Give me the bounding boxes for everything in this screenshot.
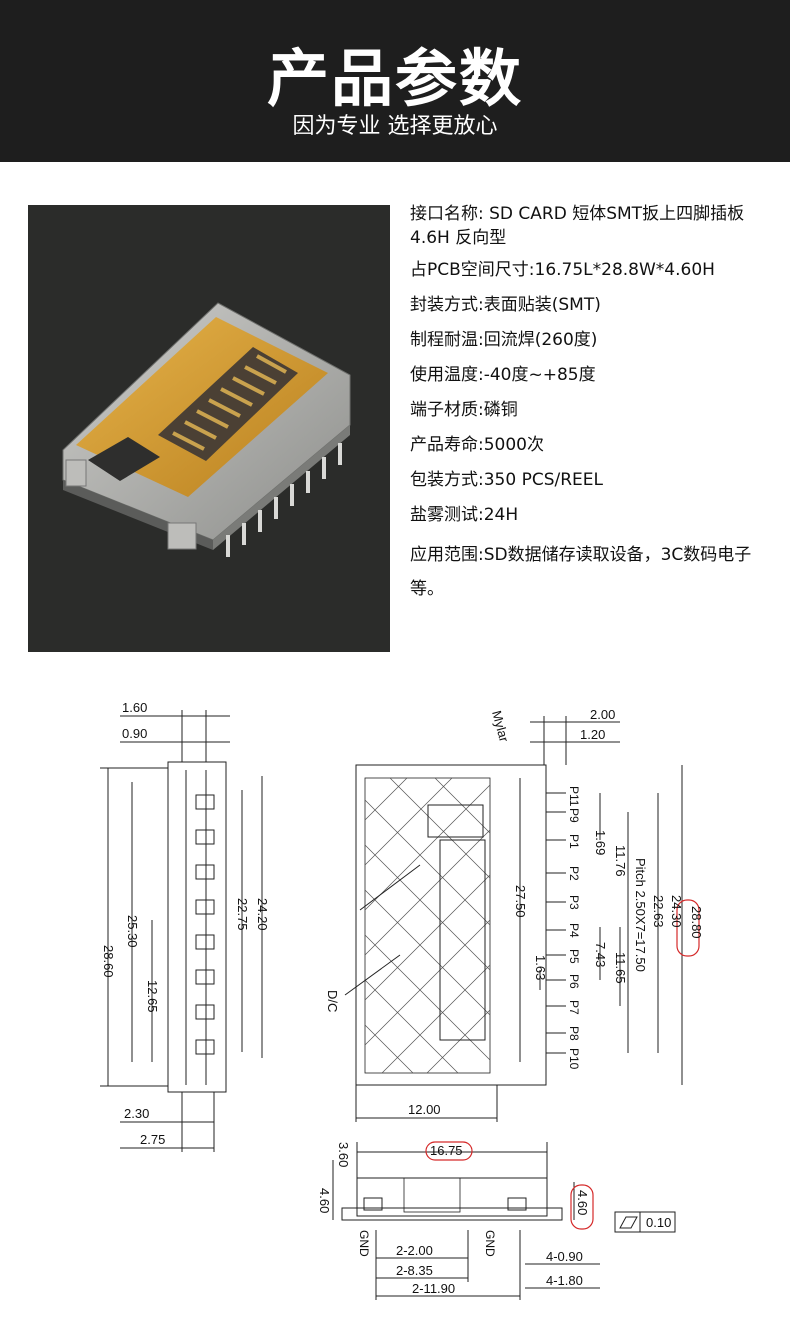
dim-top-7-43: 7.43: [593, 942, 608, 967]
spec-terminal-material: 端子材质:磷铜: [410, 400, 518, 420]
dim-front-2-11-90: 2-11.90: [412, 1281, 455, 1296]
page-subtitle: 因为专业 选择更放心: [292, 114, 498, 139]
label-gnd-left: GND: [357, 1230, 371, 1257]
dim-side-2-75: 2.75: [140, 1132, 165, 1147]
dim-side-25-30: 25.30: [125, 915, 140, 948]
dim-front-4-1-80: 4-1.80: [546, 1273, 583, 1288]
label-p11: P11: [567, 786, 581, 807]
label-gnd-right: GND: [483, 1230, 497, 1257]
dim-side-22-75: 22.75: [235, 898, 250, 931]
dim-side-2-30: 2.30: [124, 1106, 149, 1121]
spec-pcb-size: 占PCB空间尺寸:16.75L*28.8W*4.60H: [410, 260, 715, 280]
label-p2: P2: [567, 866, 581, 881]
dim-top-1-69: 1.69: [593, 830, 608, 855]
dim-front-4-0-90: 4-0.90: [546, 1249, 583, 1264]
dim-top-22-63: 22.63: [651, 895, 666, 928]
dim-top-28-80: 28.80: [689, 906, 704, 939]
dim-top-12-00: 12.00: [408, 1102, 441, 1117]
label-p6: P6: [567, 974, 581, 989]
dim-top-11-65: 11.65: [613, 952, 628, 984]
label-p5: P5: [567, 949, 581, 964]
dim-top-27-50: 27.50: [513, 885, 528, 918]
dim-front-2-2-00: 2-2.00: [396, 1243, 433, 1258]
label-p4: P4: [567, 923, 581, 938]
flatness-value: 0.10: [646, 1215, 671, 1230]
spec-salt-spray: 盐雾测试:24H: [410, 505, 519, 525]
dim-front-16-75: 16.75: [430, 1143, 463, 1158]
spec-package-type: 封装方式:表面贴装(SMT): [410, 295, 601, 315]
spec-packaging: 包装方式:350 PCS/REEL: [410, 470, 603, 490]
dim-front-2-8-35: 2-8.35: [396, 1263, 433, 1278]
spec-application: 应用范围:SD数据储存读取设备，3C数码电子等。: [410, 545, 752, 599]
highlight-16-75: [425, 1141, 473, 1161]
header-banner: 产品参数 因为专业 选择更放心: [0, 0, 790, 162]
spec-operating-temp: 使用温度:-40度~+85度: [410, 365, 596, 385]
spec-interface-name: 接口名称: SD CARD 短体SMT扳上四脚插板 4.6H 反向型: [410, 204, 745, 248]
technical-drawing: 1.60 0.90 28.60 25.30 12.65 22.75 24.20 …: [0, 690, 790, 1340]
label-p1: P1: [567, 834, 581, 849]
dim-side-1-60: 1.60: [122, 700, 147, 715]
top-view-outline: [355, 764, 547, 1086]
dim-side-24-20: 24.20: [255, 898, 270, 931]
dim-side-12-65: 12.65: [145, 980, 160, 1013]
dim-top-1-20: 1.20: [580, 727, 605, 742]
label-p7: P7: [567, 1000, 581, 1015]
dim-front-4-60-left: 4.60: [317, 1188, 332, 1213]
dim-top-1-63: 1.63: [533, 955, 548, 980]
highlight-4-60: [570, 1184, 594, 1230]
page-title: 产品参数: [266, 42, 523, 115]
product-photo: [28, 205, 390, 652]
sd-connector-illustration: [62, 302, 351, 557]
spec-lifetime: 产品寿命:5000次: [410, 435, 544, 455]
label-p8: P8: [567, 1026, 581, 1041]
label-p10: P10: [567, 1048, 581, 1070]
dim-front-3-60: 3.60: [336, 1142, 351, 1167]
dim-top-11-76: 11.76: [613, 845, 628, 877]
highlight-28-80: [676, 899, 700, 957]
dim-side-28-60: 28.60: [101, 945, 116, 978]
spec-list: 接口名称: SD CARD 短体SMT扳上四脚插板 4.6H 反向型 占PCB空…: [410, 202, 785, 614]
dim-front-4-60-right: 4.60: [575, 1190, 590, 1215]
label-p3: P3: [567, 895, 581, 910]
dim-side-0-90: 0.90: [122, 726, 147, 741]
dimension-drawing-svg: 1.60 0.90 28.60 25.30 12.65 22.75 24.20 …: [100, 700, 704, 1300]
dim-top-pitch: Pitch 2.50X7=17.50: [633, 858, 648, 972]
dim-top-24-30: 24.30: [669, 895, 684, 928]
side-view-outline: [167, 761, 227, 1093]
label-mylar: Mylar: [489, 709, 512, 744]
label-p9: P9: [567, 808, 581, 823]
flatness-frame: [614, 1211, 676, 1233]
spec-process-temp: 制程耐温:回流焊(260度): [410, 330, 598, 350]
dim-top-2-00: 2.00: [590, 707, 615, 722]
label-dc: D/C: [325, 990, 340, 1012]
